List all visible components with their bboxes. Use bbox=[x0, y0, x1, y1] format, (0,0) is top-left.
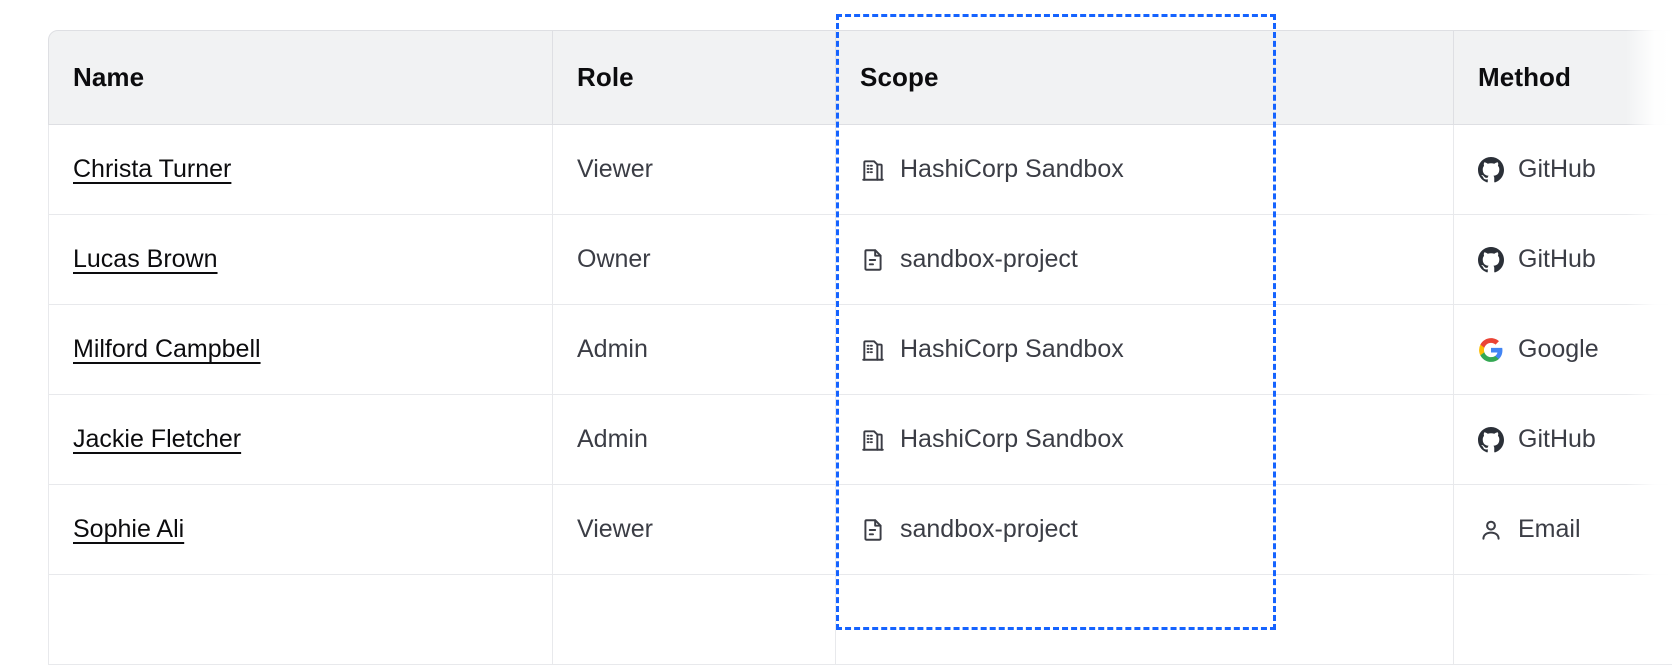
organization-icon bbox=[860, 157, 886, 183]
github-icon bbox=[1478, 246, 1504, 273]
role-value: Viewer bbox=[577, 515, 653, 543]
table-header: Name Role Scope Method bbox=[48, 30, 1672, 125]
cell-name: Milford Campbell bbox=[48, 305, 553, 395]
column-header-method[interactable]: Method bbox=[1454, 30, 1672, 125]
cell-name: Jackie Fletcher bbox=[48, 395, 553, 485]
method-value: Email bbox=[1518, 515, 1581, 543]
role-value: Owner bbox=[577, 245, 651, 273]
cell-role: Admin bbox=[553, 305, 836, 395]
cell-scope: HashiCorp Sandbox bbox=[836, 125, 1454, 215]
scope-value: sandbox-project bbox=[900, 245, 1078, 273]
cell-method: GitHub bbox=[1454, 125, 1672, 215]
role-value: Admin bbox=[577, 335, 648, 363]
cell-name: Lucas Brown bbox=[48, 215, 553, 305]
column-header-name[interactable]: Name bbox=[48, 30, 553, 125]
cell-role: Viewer bbox=[553, 125, 836, 215]
method-value: GitHub bbox=[1518, 155, 1596, 183]
method-value: Google bbox=[1518, 335, 1599, 363]
project-document-icon bbox=[860, 517, 886, 543]
scope-value: sandbox-project bbox=[900, 515, 1078, 543]
member-name-link[interactable]: Lucas Brown bbox=[73, 245, 218, 273]
cell-method: Email bbox=[1454, 485, 1672, 575]
github-icon bbox=[1478, 426, 1504, 453]
scope-value: HashiCorp Sandbox bbox=[900, 425, 1124, 453]
organization-icon bbox=[860, 337, 886, 363]
members-table: Name Role Scope Method Christa Turner Vi… bbox=[48, 30, 1672, 665]
user-icon bbox=[1478, 517, 1504, 543]
scope-value: HashiCorp Sandbox bbox=[900, 335, 1124, 363]
scope-value: HashiCorp Sandbox bbox=[900, 155, 1124, 183]
project-document-icon bbox=[860, 247, 886, 273]
cell-scope: HashiCorp Sandbox bbox=[836, 305, 1454, 395]
role-value: Viewer bbox=[577, 155, 653, 183]
column-header-scope[interactable]: Scope bbox=[836, 30, 1454, 125]
method-value: GitHub bbox=[1518, 425, 1596, 453]
cell-method: Google bbox=[1454, 305, 1672, 395]
cell-scope: sandbox-project bbox=[836, 215, 1454, 305]
cell-method: GitHub bbox=[1454, 395, 1672, 485]
member-name-link[interactable]: Christa Turner bbox=[73, 155, 232, 183]
table-row: Lucas Brown Owner sandbo bbox=[48, 215, 1672, 305]
member-name-link[interactable]: Milford Campbell bbox=[73, 335, 261, 363]
cell-scope: sandbox-project bbox=[836, 485, 1454, 575]
table-row: Sophie Ali Viewer sandbo bbox=[48, 485, 1672, 575]
google-icon bbox=[1478, 337, 1504, 363]
cell-method: GitHub bbox=[1454, 215, 1672, 305]
cell-name: Christa Turner bbox=[48, 125, 553, 215]
role-value: Admin bbox=[577, 425, 648, 453]
cell-scope: HashiCorp Sandbox bbox=[836, 395, 1454, 485]
table-body: Christa Turner Viewer bbox=[48, 125, 1672, 665]
organization-icon bbox=[860, 427, 886, 453]
members-table-scroll-container[interactable]: Name Role Scope Method Christa Turner Vi… bbox=[48, 30, 1672, 670]
method-value: GitHub bbox=[1518, 245, 1596, 273]
table-row: Christa Turner Viewer bbox=[48, 125, 1672, 215]
cell-role: Admin bbox=[553, 395, 836, 485]
table-row: Milford Campbell Admin bbox=[48, 305, 1672, 395]
table-header-row: Name Role Scope Method bbox=[48, 30, 1672, 125]
member-name-link[interactable]: Jackie Fletcher bbox=[73, 425, 242, 453]
cell-name: Sophie Ali bbox=[48, 485, 553, 575]
github-icon bbox=[1478, 156, 1504, 183]
cell-role: Owner bbox=[553, 215, 836, 305]
cell-role: Viewer bbox=[553, 485, 836, 575]
column-header-role[interactable]: Role bbox=[553, 30, 836, 125]
table-row: Jackie Fletcher Admin bbox=[48, 395, 1672, 485]
member-name-link[interactable]: Sophie Ali bbox=[73, 515, 185, 543]
